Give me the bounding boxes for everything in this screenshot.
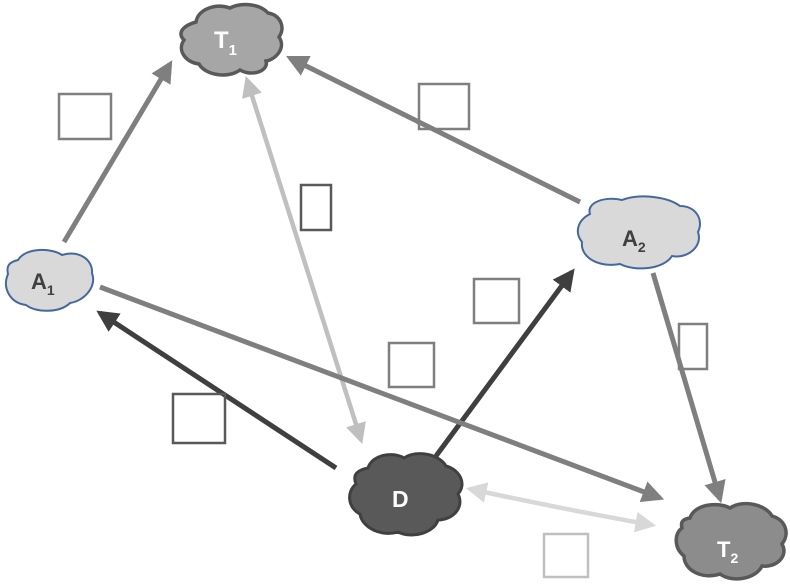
node-a1-label: A1 bbox=[31, 269, 55, 298]
node-a1: A1 bbox=[5, 249, 95, 312]
node-a2: A2 bbox=[576, 195, 701, 270]
node-d-shape bbox=[348, 452, 464, 537]
edge-t1-d-twoway bbox=[242, 76, 366, 444]
empty-box-3 bbox=[299, 183, 333, 232]
node-a2-label-sub: 2 bbox=[638, 239, 646, 255]
node-d: D bbox=[348, 452, 464, 537]
node-t2-label: T2 bbox=[717, 537, 738, 566]
node-a1-shape bbox=[5, 249, 95, 312]
node-t1-label-sub: 1 bbox=[229, 42, 237, 59]
edge-a1-to-t1 bbox=[61, 60, 173, 244]
node-t1-label-main: T bbox=[214, 27, 229, 54]
edge-d-to-a1 bbox=[96, 310, 338, 471]
node-t2: T2 bbox=[674, 501, 788, 581]
node-a2-label: A2 bbox=[622, 226, 646, 255]
node-t2-label-sub: 2 bbox=[730, 550, 738, 566]
edge-a1-to-t2 bbox=[99, 284, 665, 503]
node-a2-label-main: A bbox=[622, 226, 638, 251]
node-a1-label-main: A bbox=[31, 269, 47, 294]
empty-box-7 bbox=[677, 322, 709, 371]
node-t2-shape bbox=[674, 501, 788, 581]
edges bbox=[61, 55, 726, 533]
node-t1: T1 bbox=[179, 2, 284, 77]
empty-box-8 bbox=[542, 532, 590, 579]
nodes: T1 A1 A2 D T2 bbox=[5, 2, 788, 581]
node-d-label: D bbox=[392, 486, 409, 512]
node-a2-shape bbox=[576, 195, 701, 270]
empty-label-boxes bbox=[57, 82, 709, 579]
node-a1-label-sub: 1 bbox=[47, 282, 55, 298]
empty-box-4 bbox=[472, 277, 521, 325]
node-t2-label-main: T bbox=[717, 537, 731, 562]
empty-box-1 bbox=[57, 92, 113, 141]
empty-box-5 bbox=[387, 341, 436, 389]
node-d-label-main: D bbox=[392, 486, 409, 512]
edge-d-t2-twoway bbox=[465, 482, 657, 533]
empty-box-6 bbox=[171, 392, 227, 445]
empty-box-2 bbox=[417, 82, 471, 131]
node-t1-label: T1 bbox=[214, 27, 237, 59]
edge-d-to-a2 bbox=[433, 268, 575, 458]
node-t1-shape bbox=[179, 2, 284, 77]
edge-a2-to-t2 bbox=[650, 272, 726, 504]
